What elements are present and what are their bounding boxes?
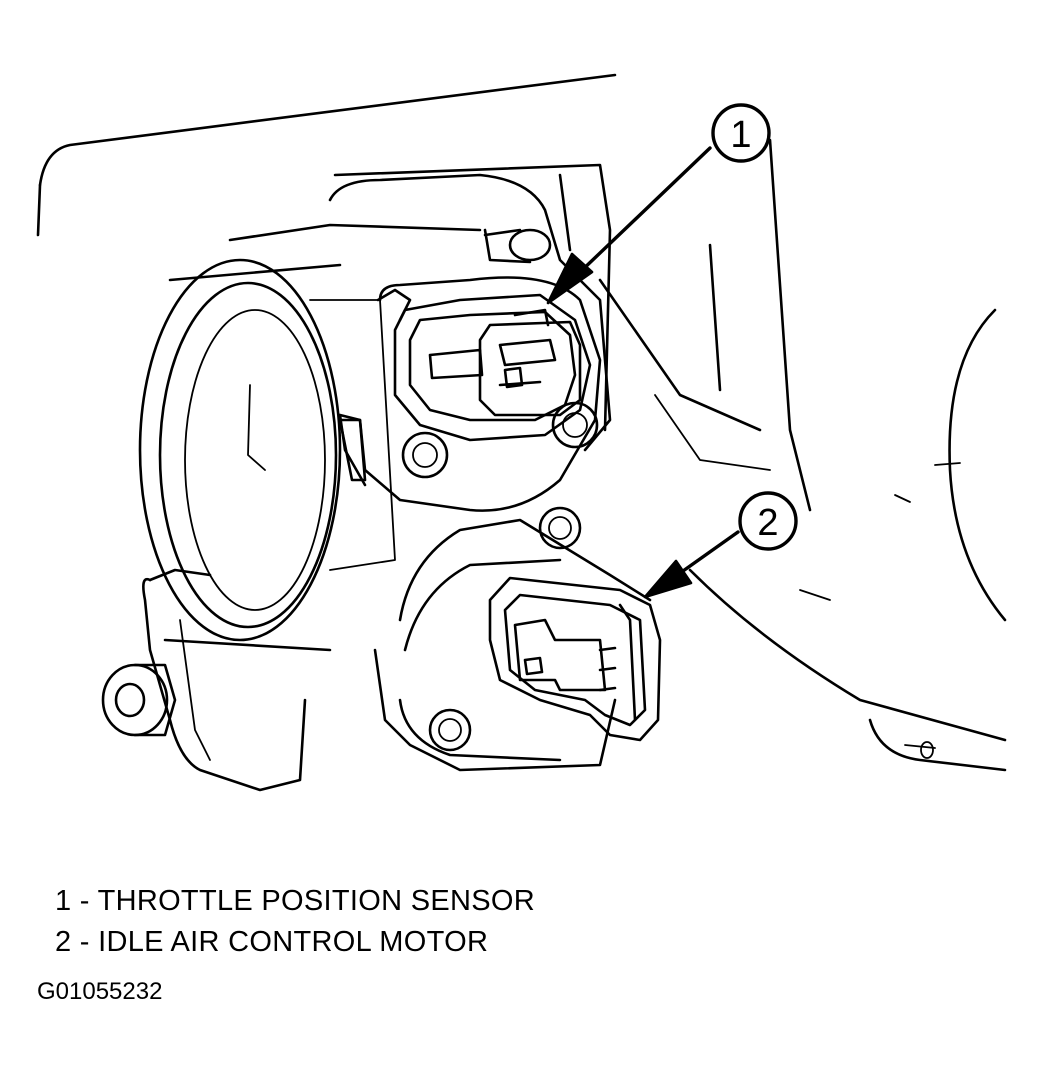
callout-1-arrowhead xyxy=(546,252,594,305)
throttle-actuator xyxy=(101,568,307,792)
callout-2: 2 xyxy=(643,491,798,599)
idle-air-control-motor xyxy=(373,506,662,772)
legend-item-idle-air-control-motor: 2 - IDLE AIR CONTROL MOTOR xyxy=(55,926,489,958)
throttle-body-illustration: 1 2 xyxy=(36,73,1007,792)
intake-housing xyxy=(36,73,1007,772)
callout-1-circle xyxy=(711,103,771,163)
legend-item-throttle-position-sensor: 1 - THROTTLE POSITION SENSOR xyxy=(55,885,535,917)
callout-1-number: 1 xyxy=(730,114,751,156)
throttle-position-sensor xyxy=(338,276,602,512)
callout-2-circle xyxy=(738,491,798,551)
figure-code: G01055232 xyxy=(37,978,163,1005)
callout-2-arrowhead xyxy=(643,559,693,599)
callout-1-leader xyxy=(576,146,712,276)
callout-2-leader xyxy=(681,530,740,573)
tps-housing xyxy=(228,173,612,452)
right-housing xyxy=(948,308,1007,622)
throttle-bore xyxy=(138,258,396,652)
callout-2-number: 2 xyxy=(757,502,778,544)
callout-1: 1 xyxy=(546,103,771,305)
